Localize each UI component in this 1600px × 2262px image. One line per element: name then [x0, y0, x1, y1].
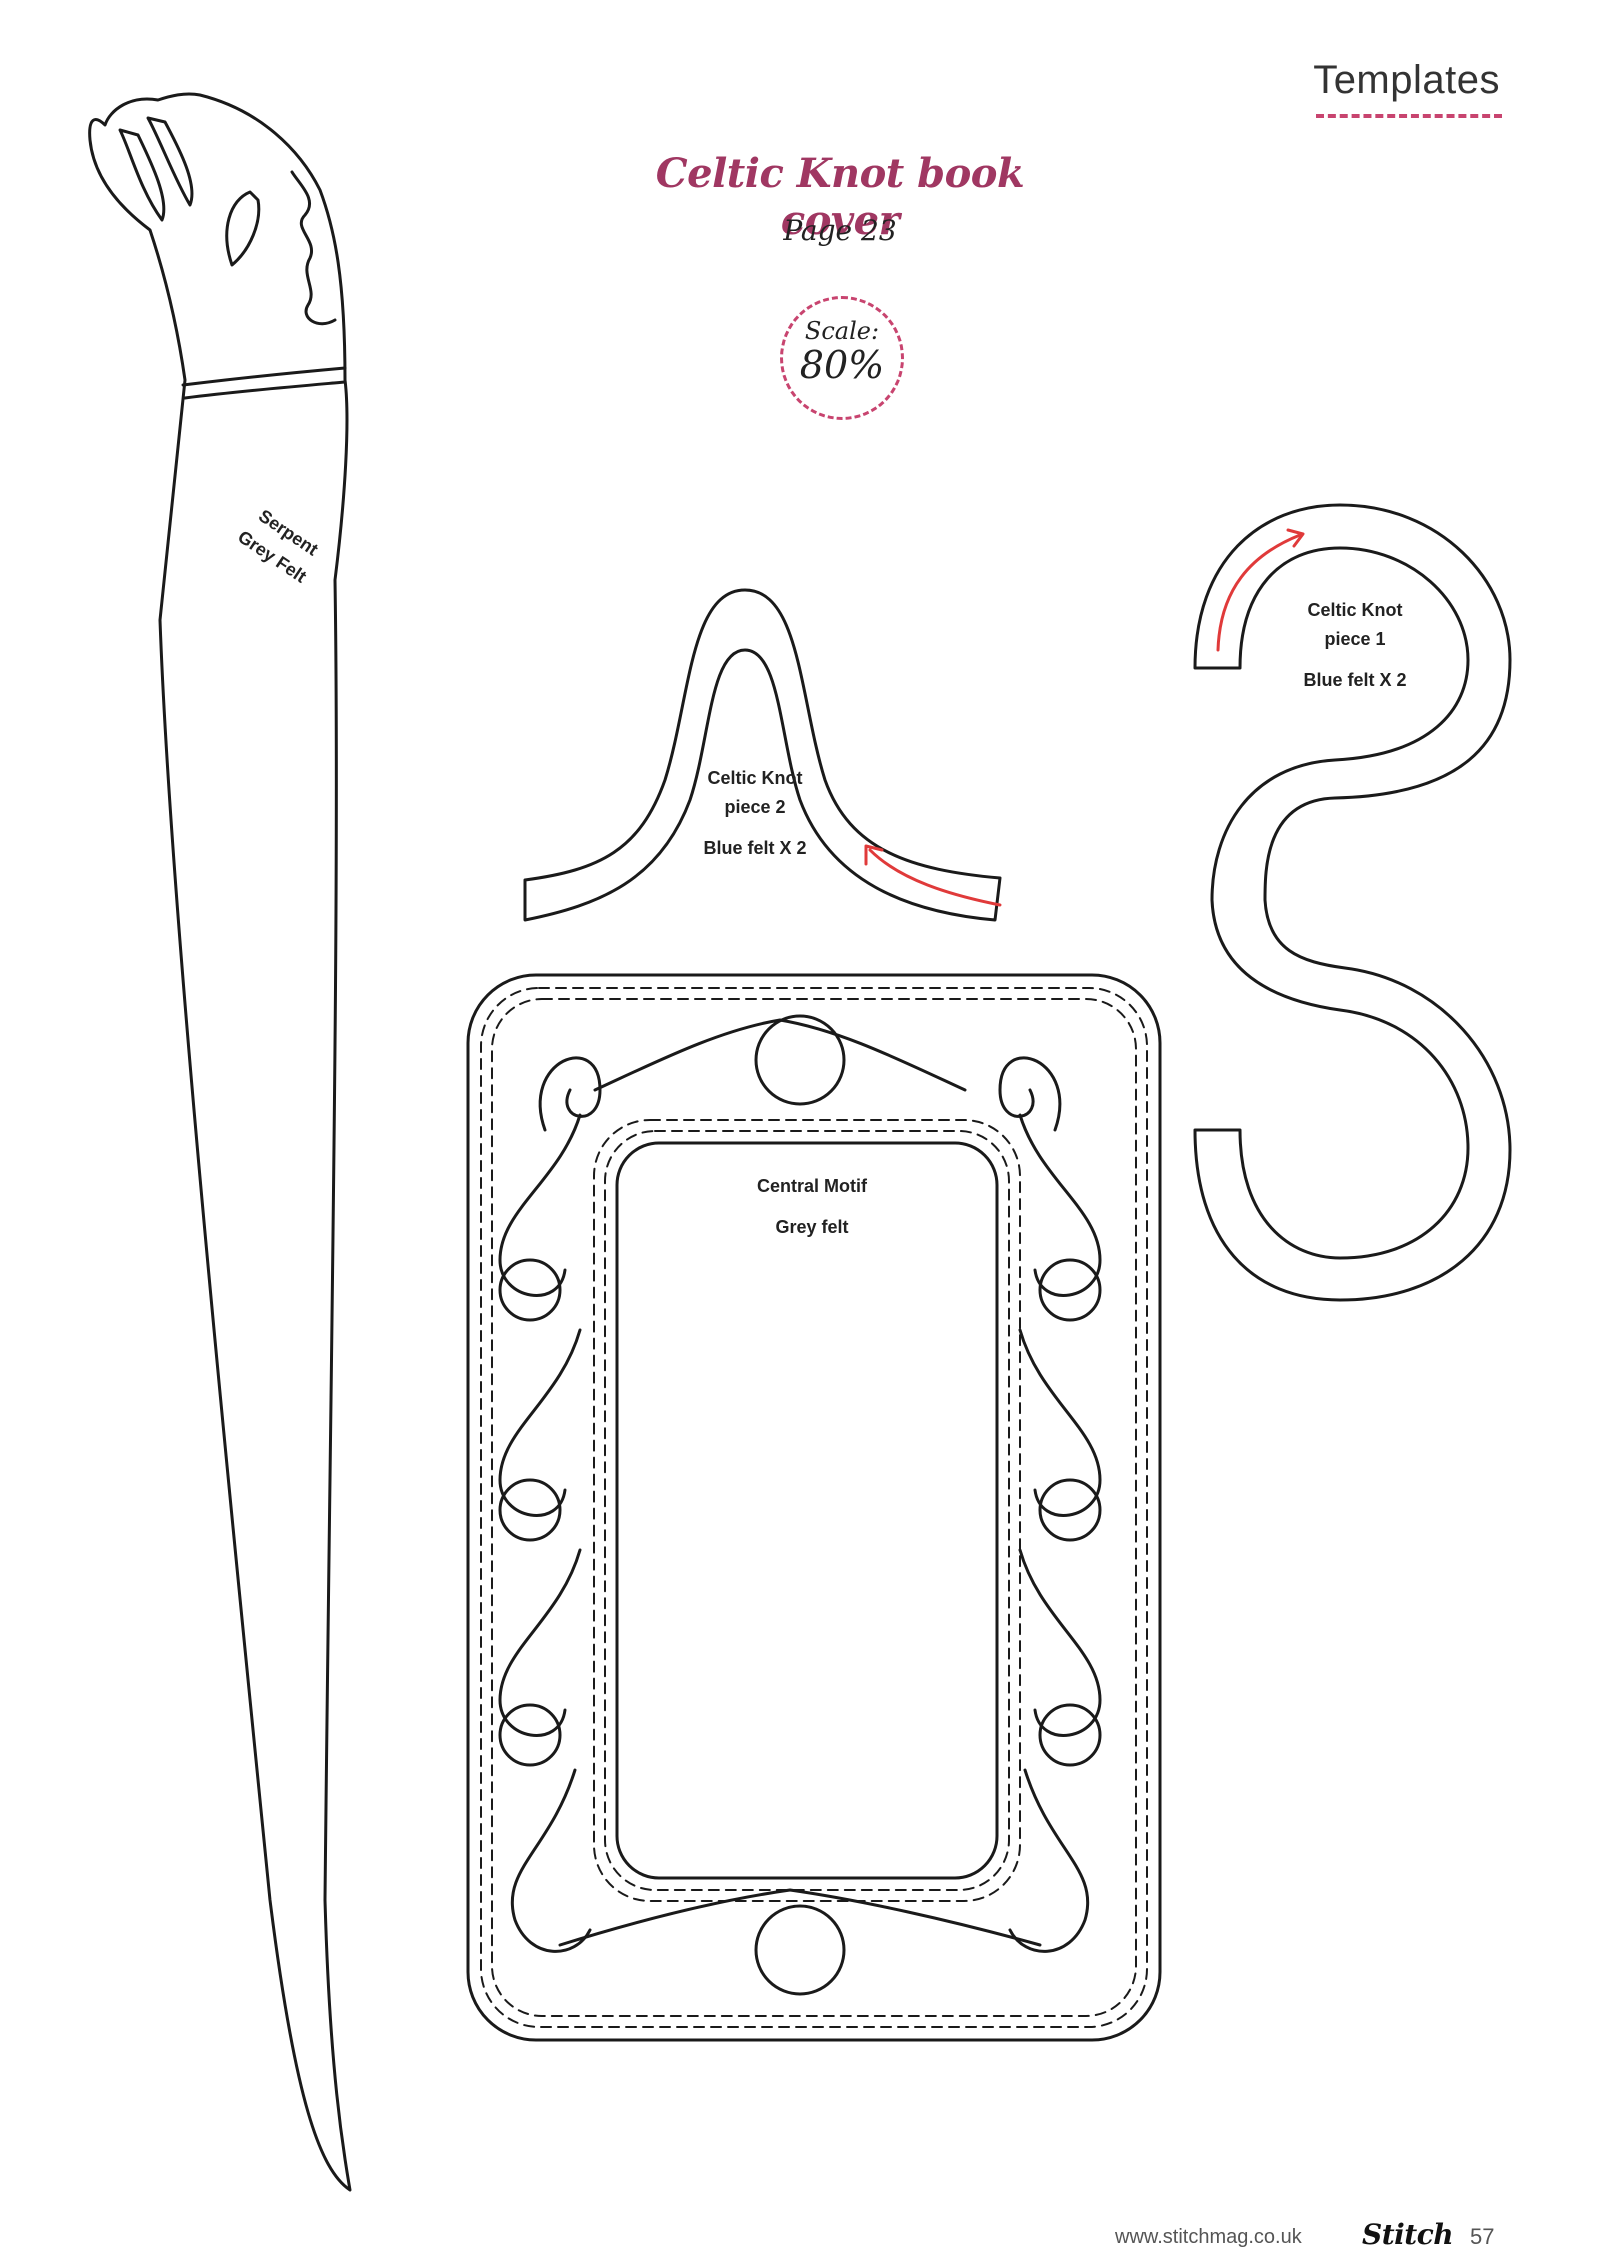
motif-right-scrolls	[998, 1056, 1102, 1953]
footer-page-number: 57	[1470, 2224, 1495, 2249]
serpent-template	[88, 92, 352, 2192]
central-motif-template	[466, 973, 1162, 2042]
central-motif-material: Grey felt	[775, 1217, 849, 1237]
serpent-outline	[88, 92, 352, 2192]
motif-outer-border	[466, 973, 1162, 2042]
scale-value: 80%	[799, 343, 885, 387]
central-motif-name: Central Motif	[757, 1176, 867, 1196]
knot-piece-2-material: Blue felt X 2	[703, 838, 807, 858]
footer-brand-logo: Stitch	[1362, 2218, 1454, 2251]
section-divider	[1316, 114, 1502, 118]
motif-bottom-arch	[558, 1888, 1042, 1947]
knot-piece-2-template	[523, 588, 1002, 922]
scale-badge: Scale: 80%	[780, 296, 904, 420]
motif-left-scrolls	[498, 1056, 602, 1953]
knot-piece-1-number: piece 1	[1324, 629, 1386, 649]
page-reference: Page 23	[783, 214, 897, 247]
knot-piece-1-label: Celtic Knot piece 1 Blue felt X 2	[1275, 600, 1435, 691]
serpent-collar	[181, 366, 347, 387]
knot-piece-2-arrow-icon	[868, 848, 1002, 907]
serpent-mane	[290, 170, 337, 326]
knot-piece-1-material: Blue felt X 2	[1303, 670, 1407, 690]
motif-bottom-roundel	[754, 1904, 846, 1996]
knot-piece-2-number: piece 2	[724, 797, 786, 817]
page-title: Celtic Knot book cover	[655, 150, 1025, 244]
knot-piece-2-label: Celtic Knot piece 2 Blue felt X 2	[675, 768, 835, 859]
footer-url: www.stitchmag.co.uk	[1115, 2226, 1302, 2248]
section-label: Templates	[1313, 58, 1500, 102]
knot-piece-1-template	[1193, 503, 1512, 1302]
knot-piece-1-arrow-icon	[1216, 533, 1302, 652]
motif-top-roundel	[754, 1014, 846, 1106]
knot-piece-1-outline	[1193, 503, 1512, 1302]
motif-top-arch	[593, 1018, 967, 1092]
scale-label: Scale:	[804, 317, 880, 345]
motif-inner-window	[615, 1141, 999, 1880]
knot-piece-2-title: Celtic Knot	[707, 768, 803, 788]
knot-piece-1-title: Celtic Knot	[1307, 600, 1403, 620]
serpent-head-detail	[118, 128, 166, 222]
central-motif-label: Central Motif Grey felt	[732, 1176, 892, 1238]
knot-piece-2-outline	[523, 588, 1002, 922]
